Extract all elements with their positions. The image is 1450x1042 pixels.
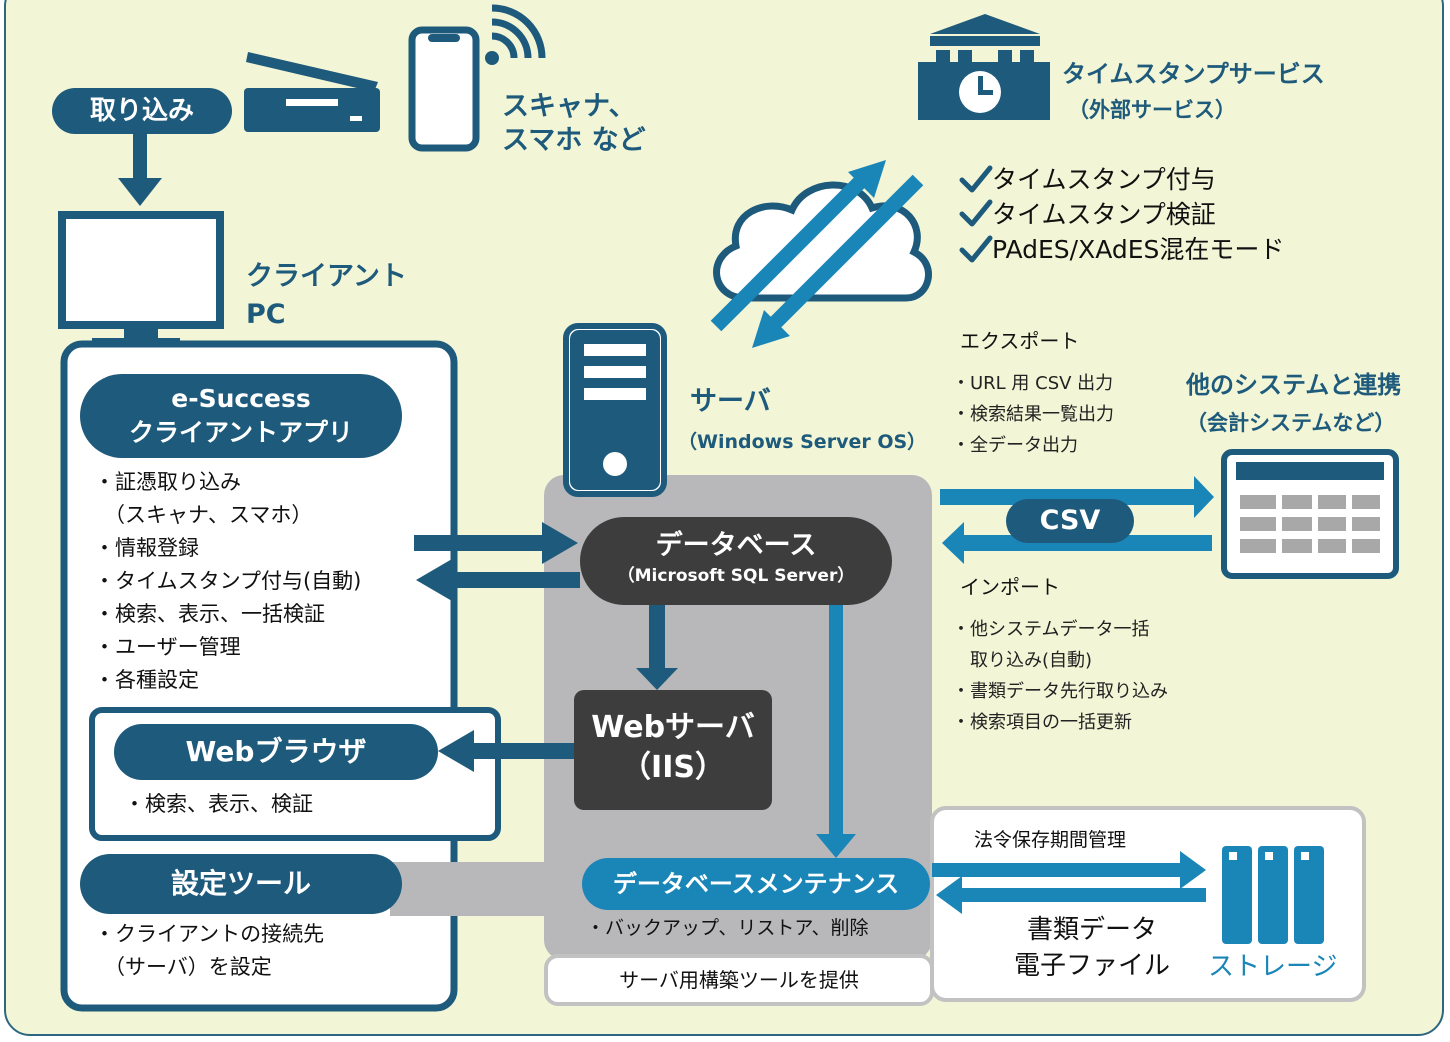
db-maintenance-item: ・バックアップ、リストア、削除 [586, 917, 869, 939]
db-to-web-arrow [636, 600, 678, 690]
timestamp-service-subtitle: （外部サービス） [1068, 98, 1236, 122]
web-browser-pill: Webブラウザ [114, 724, 438, 780]
client-app-item: ・検索、表示、一括検証 [94, 602, 325, 626]
scanner-label-line2: スマホ など [502, 125, 646, 156]
settings-connector [390, 862, 570, 916]
timestamp-feature: PAdES/XAdES混在モード [992, 235, 1285, 264]
csv-badge [1006, 499, 1134, 543]
database-box: データベース （Microsoft SQL Server） [580, 517, 892, 605]
scanner-label-line1: スキャナ、 [502, 91, 636, 122]
server-subtitle: （Windows Server OS） [678, 428, 926, 456]
client-app-pill: e-Success クライアントアプリ [80, 374, 402, 458]
settings-tool-title: 設定ツール [170, 867, 311, 900]
server-tool-box [544, 954, 934, 1006]
other-systems-title: 他のシステムと連携 [1186, 371, 1402, 399]
client-app-feature-list: ・証憑取り込み （スキャナ、スマホ） ・情報登録 ・タイムスタンプ付与(自動) … [94, 466, 361, 697]
server-tower-icon [563, 323, 667, 497]
settings-tool-pill: 設定ツール [80, 854, 402, 914]
settings-tool-feature-list: ・クライアントの接続先 （サーバ）を設定 [94, 918, 324, 984]
export-title-text: エクスポート [960, 329, 1080, 353]
documents-line2: 電子ファイル [1013, 951, 1170, 981]
client-app-title-line2: クライアントアプリ [128, 418, 353, 447]
spreadsheet-icon [1221, 449, 1399, 579]
client-app-item: ・ユーザー管理 [94, 635, 241, 659]
export-item: ・全データ出力 [952, 435, 1078, 456]
retention-label: 法令保存期間管理 [974, 826, 1126, 854]
import-item: ・検索項目の一括更新 [952, 712, 1132, 733]
import-list: ・他システムデータ一括 取り込み(自動) ・書類データ先行取り込み ・検索項目の… [952, 614, 1168, 738]
client-pc-line2: PC [246, 299, 286, 330]
csv-label: CSV [1006, 499, 1134, 543]
storage-panel [930, 806, 1366, 1002]
web-to-browser-arrow [438, 730, 574, 772]
server-os: （Windows Server OS） [678, 431, 927, 453]
settings-tool-item: ・クライアントの接続先 [94, 922, 325, 946]
web-browser-item: ・検索、表示、検証 [124, 792, 313, 816]
import-title: インポート [960, 572, 1060, 602]
timestamp-feature-list: タイムスタンプ付与 タイムスタンプ検証 PAdES/XAdES混在モード [992, 162, 1284, 267]
database-subtitle: （Microsoft SQL Server） [617, 566, 855, 586]
export-title: エクスポート [960, 326, 1079, 356]
client-app-item: ・情報登録 [94, 536, 199, 560]
documents-line1: 書類データ [1026, 915, 1157, 945]
db-to-maintenance-arrow [816, 590, 856, 858]
client-pc-label: クライアント PC [246, 258, 407, 334]
server-tool-note-text: サーバ用構築ツールを提供 [619, 968, 859, 992]
client-app-item: （スキャナ、スマホ） [104, 503, 313, 527]
web-server-box: Webサーバ （IIS） [574, 690, 772, 810]
export-item: ・検索結果一覧出力 [952, 404, 1114, 425]
timestamp-service-name: タイムスタンプサービス [1062, 60, 1325, 88]
wifi-icon [485, 4, 546, 65]
capture-label: 取り込み [89, 96, 194, 126]
client-db-arrows [414, 522, 580, 601]
web-browser-feature-list: ・検索、表示、検証 [124, 788, 313, 821]
cloud-arrows [710, 160, 924, 348]
export-item: ・URL 用 CSV 出力 [952, 373, 1114, 394]
documents-label: 書類データ 電子ファイル [1002, 912, 1182, 984]
monitor-icon [58, 211, 224, 350]
settings-tool-item: （サーバ）を設定 [104, 955, 272, 979]
database-title: データベース [655, 530, 817, 561]
server-tool-note: サーバ用構築ツールを提供 [546, 964, 932, 996]
client-app-item: ・証憑取り込み [94, 470, 241, 494]
import-title-text: インポート [960, 575, 1060, 599]
scanner-label: スキャナ、 スマホ など [502, 90, 646, 158]
web-browser-title: Webブラウザ [185, 735, 367, 768]
web-server-subtitle: （IIS） [621, 750, 725, 785]
import-item: ・他システムデータ一括 [952, 619, 1150, 640]
db-maintenance-pill: データベースメンテナンス [582, 858, 930, 910]
timestamp-building-icon [918, 14, 1050, 120]
check-icons [959, 165, 993, 263]
client-panel [60, 340, 458, 1012]
client-app-item: ・各種設定 [94, 668, 199, 692]
storage-icon [1222, 846, 1324, 944]
other-systems-label: 他のシステムと連携 （会計システムなど） [1186, 366, 1401, 442]
timestamp-service-title: タイムスタンプサービス （外部サービス） [1062, 56, 1325, 128]
export-list: ・URL 用 CSV 出力 ・検索結果一覧出力 ・全データ出力 [952, 368, 1114, 461]
db-maintenance-title: データベースメンテナンス [612, 870, 900, 898]
retention-text: 法令保存期間管理 [974, 829, 1127, 851]
server-title: サーバ [690, 385, 771, 419]
db-maintenance-list: ・バックアップ、リストア、削除 [586, 914, 869, 942]
timestamp-feature: タイムスタンプ検証 [992, 200, 1216, 229]
web-server-title: Webサーバ [591, 710, 755, 745]
timestamp-feature: タイムスタンプ付与 [992, 165, 1216, 194]
capture-pill: 取り込み [52, 88, 232, 134]
client-pc-line1: クライアント [246, 261, 407, 292]
server-name: サーバ [690, 386, 771, 417]
csv-label-text: CSV [1039, 505, 1101, 536]
other-systems-subtitle: （会計システムなど） [1186, 411, 1396, 435]
client-app-item: ・タイムスタンプ付与(自動) [94, 569, 362, 593]
import-item: ・書類データ先行取り込み [952, 681, 1168, 702]
capture-arrow [118, 132, 162, 206]
scanner-icon [244, 52, 380, 132]
storage-text: ストレージ [1208, 952, 1338, 982]
storage-arrows [932, 851, 1206, 914]
import-item: 取り込み(自動) [952, 650, 1093, 671]
client-app-title-line1: e-Success [171, 384, 311, 413]
storage-label: ストレージ [1208, 950, 1337, 984]
smartphone-icon [408, 26, 480, 152]
